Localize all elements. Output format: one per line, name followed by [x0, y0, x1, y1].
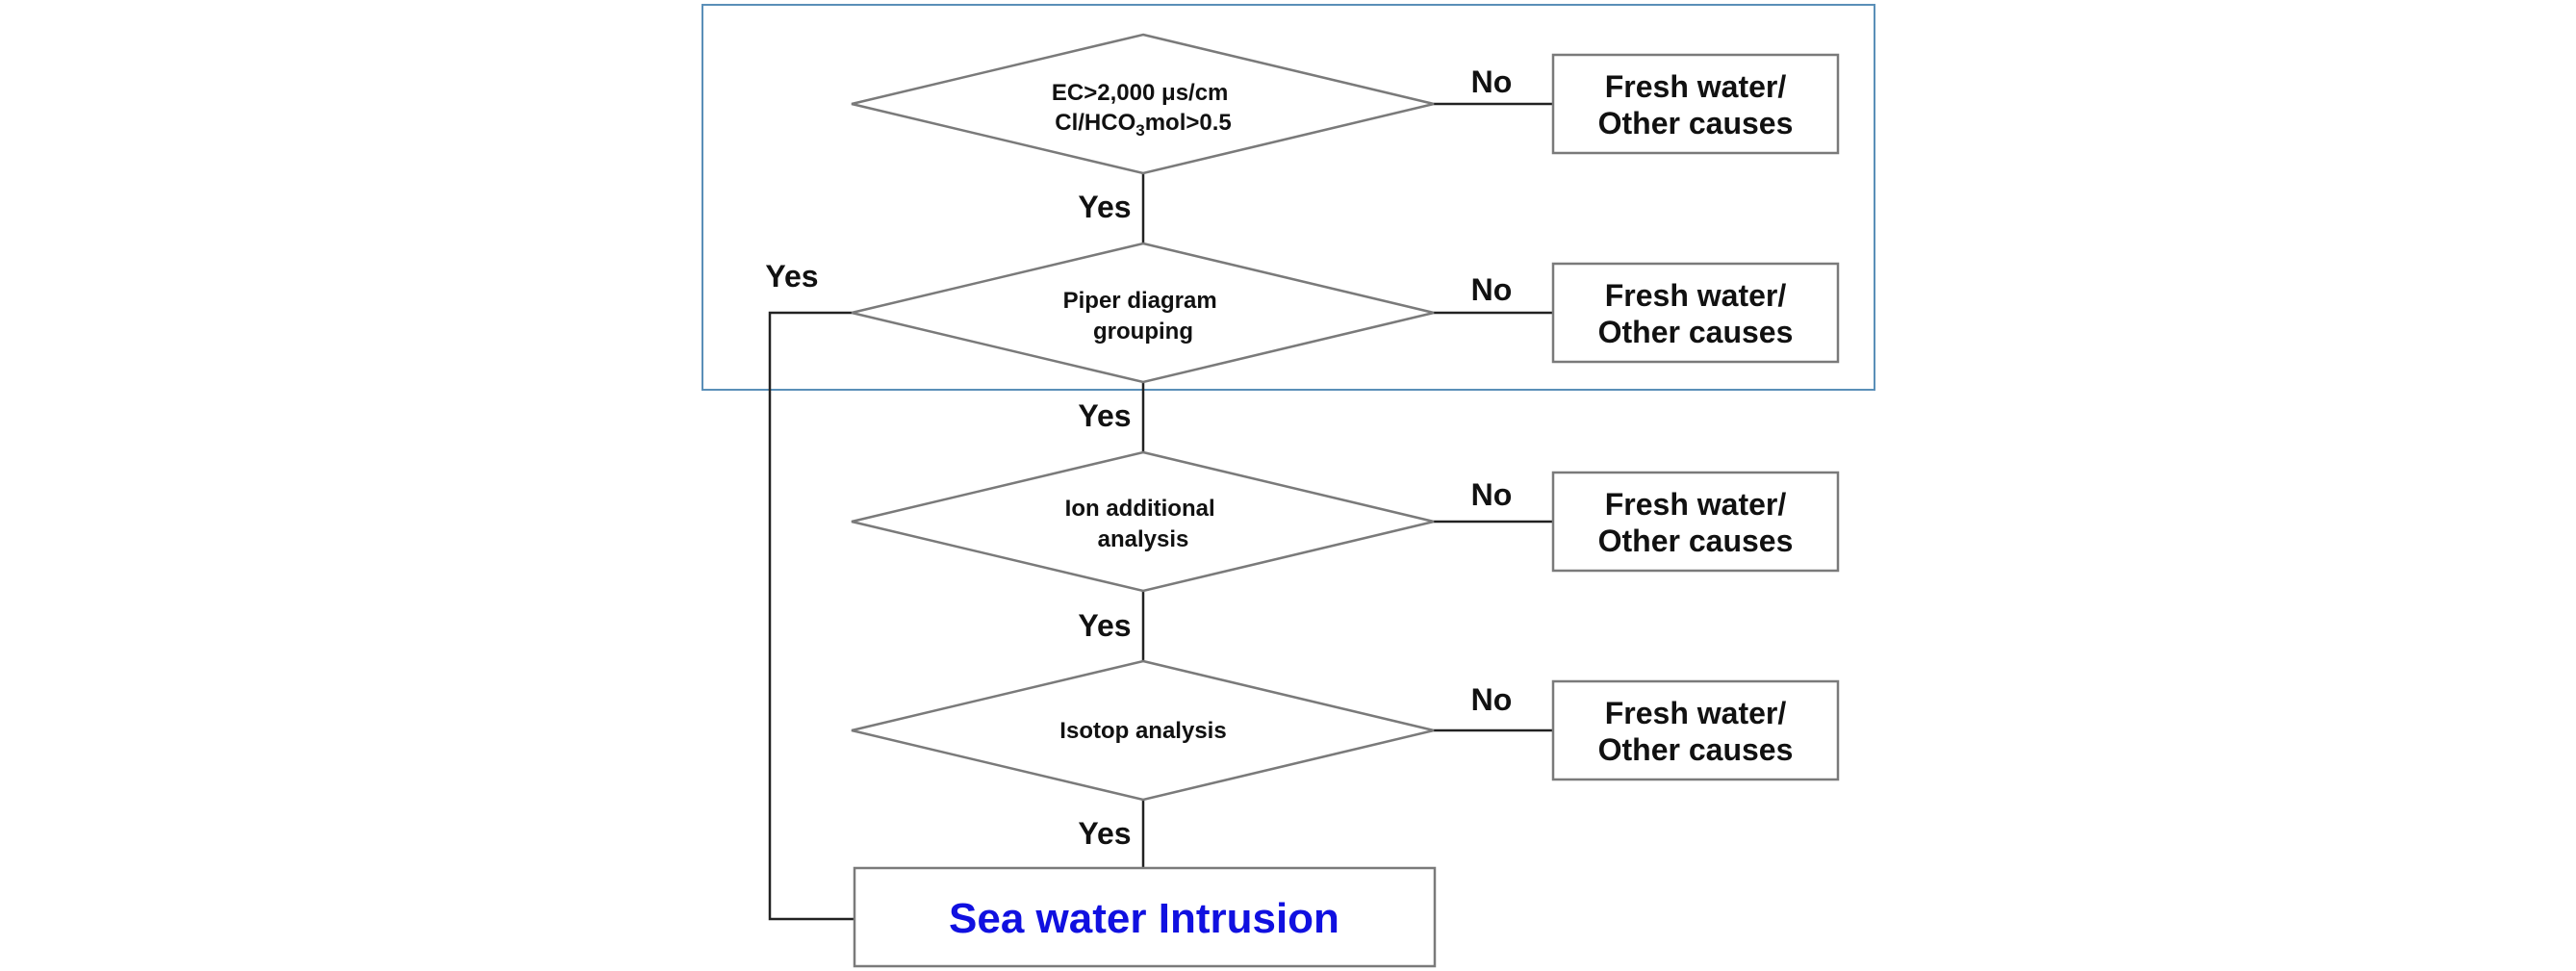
yes-label-4: Yes: [1078, 816, 1131, 851]
decision-isotop-label: Isotop analysis: [1059, 718, 1226, 744]
outcome-label: Sea water Intrusion: [949, 895, 1339, 942]
decision-isotop-diamond: [851, 659, 1435, 802]
result-box-1: Fresh water/Other causes: [1551, 53, 1840, 155]
yes-label-3: Yes: [1078, 608, 1131, 643]
result-box-2: Fresh water/Other causes: [1551, 262, 1840, 364]
svg-text:Fresh water/Other causes: Fresh water/Other causes: [1598, 696, 1794, 767]
yes-label-2: Yes: [1078, 398, 1131, 433]
result-box-4: Fresh water/Other causes: [1551, 679, 1840, 781]
no-label-4: No: [1471, 682, 1513, 717]
decision-ec-diamond: [851, 33, 1435, 175]
outcome-box: Sea water Intrusion: [853, 866, 1437, 968]
no-label-2: No: [1471, 272, 1513, 307]
highlight-frame: [701, 4, 1875, 391]
yes-label-1: Yes: [1078, 190, 1131, 224]
svg-text:Fresh water/Other causes: Fresh water/Other causes: [1598, 69, 1794, 141]
no-label-1: No: [1471, 64, 1513, 99]
decision-piper-label: Piper diagram grouping: [1063, 288, 1224, 345]
decision-ec-label: EC>2,000 μs/cm Cl/HCO3mol>0.5: [1052, 80, 1235, 140]
yes-label-loop: Yes: [765, 259, 818, 294]
svg-text:Fresh water/Other causes: Fresh water/Other causes: [1598, 278, 1794, 349]
svg-text:Fresh water/Other causes: Fresh water/Other causes: [1598, 487, 1794, 558]
decision-piper-diamond: [851, 242, 1435, 384]
decision-ion-diamond: [851, 450, 1435, 593]
connectors: [768, 102, 1553, 921]
no-label-3: No: [1471, 477, 1513, 512]
decision-ion-label: Ion additional analysis: [1065, 496, 1222, 552]
result-box-3: Fresh water/Other causes: [1551, 471, 1840, 573]
